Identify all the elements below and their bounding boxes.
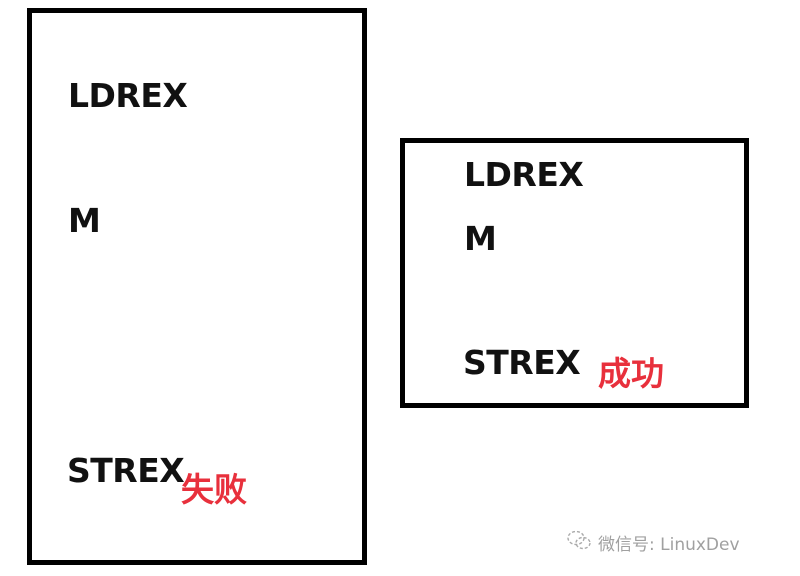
right-ldrex-label: LDREX <box>464 155 584 194</box>
left-status-fail: 失败 <box>181 470 247 509</box>
wechat-icon <box>566 529 592 556</box>
right-strex-label: STREX <box>463 343 581 382</box>
right-status-success: 成功 <box>598 354 664 393</box>
success-sequence-box <box>400 138 749 408</box>
left-ldrex-label: LDREX <box>68 76 188 115</box>
left-strex-label: STREX <box>67 451 185 490</box>
watermark: 微信号: LinuxDev <box>566 529 740 556</box>
failed-sequence-box <box>27 8 367 565</box>
watermark-text: 微信号: LinuxDev <box>598 535 740 555</box>
left-m-label: M <box>68 201 101 240</box>
right-m-label: M <box>464 219 497 258</box>
